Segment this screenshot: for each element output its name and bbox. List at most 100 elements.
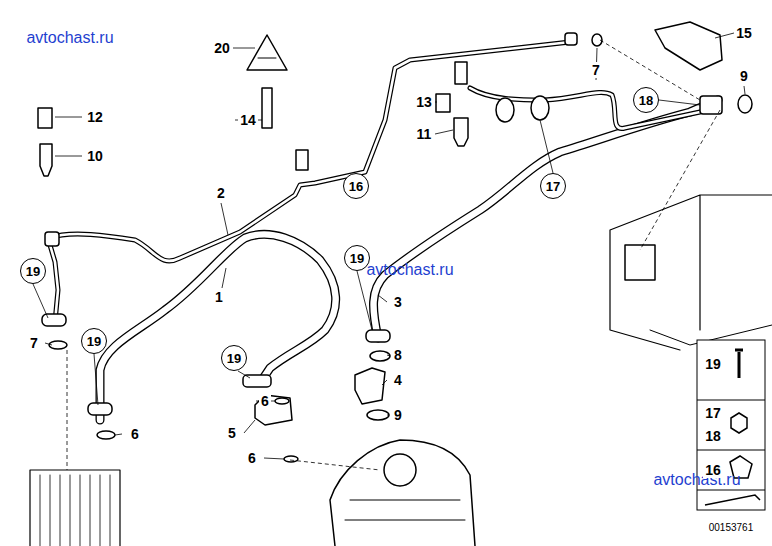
illustration-path [50, 42, 570, 261]
callout-number: 15 [734, 25, 754, 41]
callout-number: 6 [129, 426, 141, 442]
illustration-path [330, 440, 475, 546]
illustration-path [55, 156, 82, 157]
illustration-path [115, 434, 122, 435]
illustration-path [45, 343, 52, 345]
illustration-path [374, 100, 718, 338]
callout-circle: 19 [344, 245, 370, 271]
callout-number: 10 [85, 148, 105, 164]
illustration-path [40, 144, 52, 176]
callout-number: 5 [226, 425, 238, 441]
watermark: avtochast.ru [24, 29, 115, 47]
leader-lines [33, 33, 745, 459]
illustration-path [610, 195, 772, 350]
illustration-circle [384, 454, 416, 486]
illustration-rect [42, 314, 66, 326]
illustration-path [50, 245, 58, 322]
illustration-path [470, 88, 700, 128]
illustration-ellipse [97, 431, 115, 439]
illustration-ellipse [496, 98, 514, 122]
illustration-path [387, 415, 389, 416]
illustration-path [470, 88, 700, 128]
illustration-path [435, 102, 437, 103]
illustration-path [540, 120, 553, 173]
callout-number: 6 [246, 450, 258, 466]
callout-number: 1 [213, 289, 225, 305]
callout-number: 19 [350, 252, 364, 265]
callout-circle: 19 [81, 328, 107, 354]
illustration-path [435, 130, 453, 134]
illustration-path [50, 42, 570, 261]
illustration-path [264, 458, 284, 459]
diagram-code: 00153761 [707, 522, 756, 534]
watermark: avtochast.ru [364, 261, 455, 279]
callout-number: 11 [415, 126, 434, 142]
illustration-path [640, 110, 720, 250]
illustration-path [94, 354, 98, 405]
illustration-path [222, 268, 226, 288]
callout-circle: 16 [343, 173, 369, 199]
illustration-path [455, 62, 467, 84]
callout-number: 7 [28, 335, 40, 351]
illustration-path [355, 368, 385, 404]
illustration-path [244, 420, 255, 433]
illustration-path [655, 22, 722, 70]
callout-number: 19 [703, 356, 723, 372]
illustration-ellipse [531, 96, 549, 120]
callout-circle: 17 [540, 173, 566, 199]
callout-number: 16 [349, 180, 363, 193]
illustration-path [436, 94, 450, 112]
callout-circle: 18 [633, 87, 659, 113]
illustration-path [382, 380, 387, 385]
illustration-path [258, 58, 276, 59]
illustration-path [100, 234, 336, 420]
illustration-rect [366, 330, 390, 342]
illustration-ellipse [275, 398, 289, 404]
callout-number: 13 [414, 94, 434, 110]
callout-number: 12 [85, 109, 105, 125]
callout-number: 18 [703, 428, 723, 444]
callout-number: 14 [238, 112, 258, 128]
illustration-path [38, 108, 52, 128]
illustration-path [67, 350, 68, 470]
callout-number: 19 [87, 335, 101, 348]
callout-number: 9 [738, 68, 750, 84]
illustration-path [715, 33, 734, 38]
illustration-path [625, 245, 655, 280]
illustration-path [50, 245, 58, 322]
callout-number: 16 [703, 462, 723, 478]
illustration-ellipse [370, 351, 390, 361]
callout-number: 4 [392, 372, 404, 388]
callout-number: 19 [26, 265, 40, 278]
callout-number: 9 [392, 407, 404, 423]
illustration-path [659, 100, 700, 105]
dashed-guides [67, 40, 720, 470]
callout-number: 17 [546, 180, 560, 193]
callout-number: 6 [259, 393, 271, 409]
illustration-path [33, 284, 48, 318]
illustration-rect [700, 96, 722, 114]
illustration-path [357, 271, 372, 330]
illustration-path [238, 371, 250, 378]
illustration-path [55, 117, 82, 118]
callout-circle: 19 [20, 258, 46, 284]
illustration-path [454, 118, 468, 146]
illustration-path [744, 86, 745, 94]
illustration-ellipse [738, 95, 752, 113]
illustration-path [290, 460, 380, 470]
illustration-path [378, 295, 387, 302]
illustration-path [100, 234, 336, 420]
callout-circle: 19 [221, 345, 247, 371]
illustration-path [262, 88, 272, 128]
illustration-path [247, 35, 287, 70]
callout-number: 19 [227, 352, 241, 365]
illustration-ellipse [367, 410, 389, 420]
callout-number: 2 [215, 185, 227, 201]
callout-number: 18 [639, 94, 653, 107]
illustration-path [233, 48, 255, 49]
illustration-ellipse [284, 456, 298, 462]
illustration-path [30, 470, 120, 546]
illustration-rect [565, 33, 577, 45]
callout-number: 3 [392, 294, 404, 310]
illustration-path [40, 475, 110, 546]
